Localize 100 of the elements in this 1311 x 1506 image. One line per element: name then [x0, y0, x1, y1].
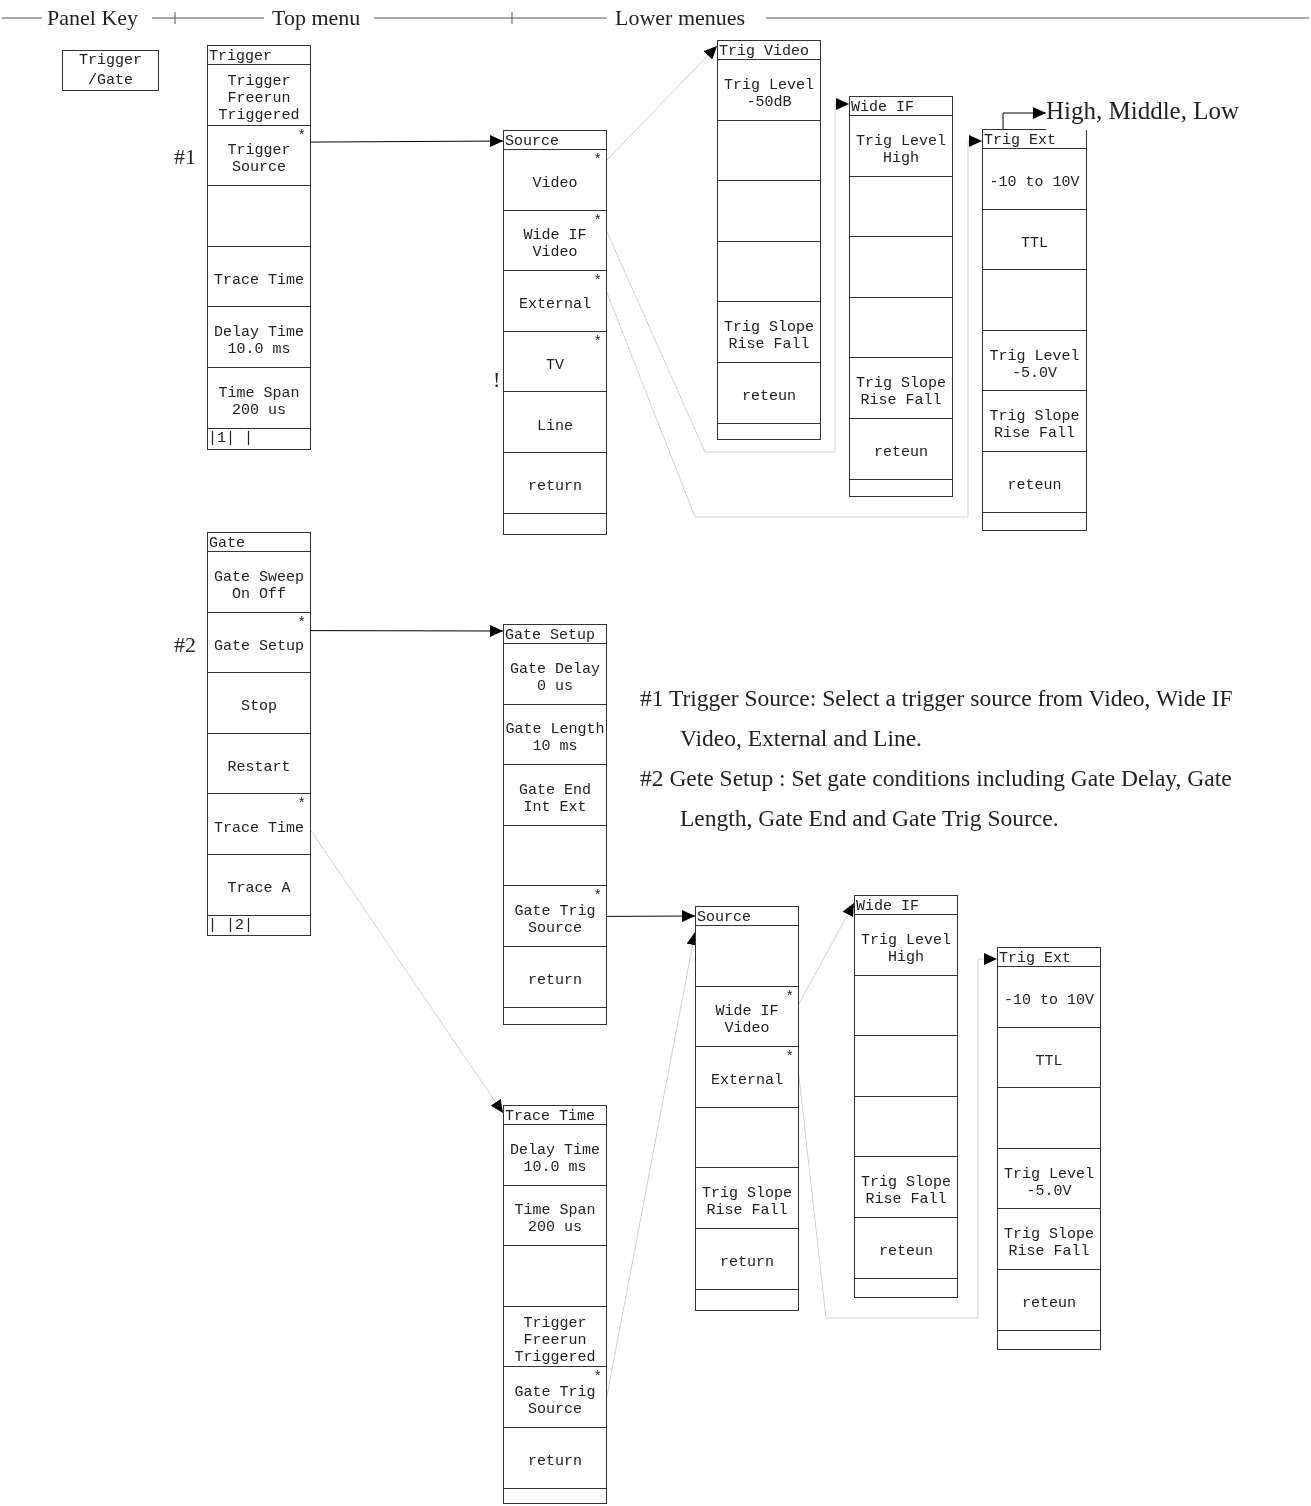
callout-number: !: [493, 367, 501, 393]
menu-panel: [982, 129, 1087, 531]
softkey-label: Trace Time: [213, 819, 305, 837]
softkey-label: reteun: [741, 388, 797, 406]
menu-title: Gate Setup: [504, 626, 595, 642]
arrow: [309, 135, 504, 148]
softkey: [208, 914, 310, 935]
asterisk-mark: *: [297, 798, 306, 811]
asterisk-mark: *: [593, 154, 602, 166]
softkey-label: Trig Level -5.0V: [988, 347, 1081, 382]
menu-title: Trace Time: [504, 1107, 595, 1123]
menu-title: Trig Ext: [983, 131, 1056, 147]
menu-panel: [854, 895, 958, 1298]
menu-title: Trigger: [208, 47, 272, 63]
section-heading: Lower menues: [615, 5, 746, 31]
arrow: [605, 45, 718, 162]
softkey-label: Gate Trig Source: [513, 1384, 597, 1419]
softkey-label: Gate Sweep On Off: [213, 568, 305, 603]
arrow: [797, 902, 855, 1007]
softkey-label: Trig Level -50dB: [723, 76, 815, 111]
softkey-label: return: [527, 972, 583, 990]
softkey-label: Trigger Source: [226, 142, 292, 177]
softkey-label: Wide IF Video: [714, 1003, 780, 1038]
softkey-label: | |2|: [208, 916, 254, 934]
softkey-label: Trig Slope Rise Fall: [988, 408, 1081, 443]
softkey-label: Trig Level -5.0V: [1003, 1165, 1095, 1200]
softkey-label: Video: [531, 175, 579, 193]
arrow: [605, 98, 850, 453]
footnote-text: #1 Trigger Source: Select a trigger source from Video, Wide IF Video, External and Line.: [640, 684, 1234, 753]
arrow: [1002, 107, 1047, 130]
softkey-label: Gate Trig Source: [513, 903, 597, 938]
softkey-label: Trig Slope Rise Fall: [1003, 1226, 1095, 1261]
softkey-label: Time Span 200 us: [513, 1202, 597, 1237]
softkey-label: |1| |: [208, 430, 254, 448]
softkey-label: reteun: [1021, 1295, 1077, 1313]
panel-key: Trigger /Gate: [62, 50, 159, 91]
softkey-label: Time Span 200 us: [217, 384, 301, 419]
section-heading: Panel Key: [47, 5, 139, 31]
softkey-label: Trigger Freerun Triggered: [513, 1315, 597, 1367]
softkey-label: return: [527, 478, 583, 496]
asterisk-mark: *: [593, 214, 602, 227]
menu-panel: [503, 130, 607, 535]
softkey-label: Trig Slope Rise Fall: [723, 319, 815, 354]
softkey-label: Gate Setup: [213, 637, 305, 655]
arrow: [605, 135, 983, 518]
arrow: [309, 624, 504, 637]
menu-panel: [849, 96, 953, 497]
softkey-label: Trig Slope Rise Fall: [860, 1174, 952, 1209]
softkey-label: Delay Time 10.0 ms: [213, 324, 305, 359]
footnote-text: #2 Gete Setup : Set gate conditions including Gate Delay, Gate Length, Gate End and Gate Trig Source.: [640, 764, 1233, 833]
softkey-label: Gate End Int Ext: [518, 782, 592, 816]
menu-panel: [207, 45, 311, 450]
softkey-label: reteun: [873, 444, 929, 462]
softkey-label: return: [527, 1453, 583, 1471]
asterisk-mark: *: [785, 1051, 794, 1064]
asterisk-mark: *: [297, 129, 306, 142]
asterisk-mark: *: [593, 275, 602, 288]
softkey-label: Trig Level High: [855, 132, 947, 167]
softkey-label: reteun: [1006, 477, 1063, 495]
asterisk-mark: *: [785, 990, 794, 1003]
softkey-label: reteun: [878, 1243, 934, 1261]
softkey-label: Line: [536, 417, 574, 435]
softkey-label: Trigger Freerun Triggered: [217, 73, 301, 125]
menu-title: Source: [696, 908, 751, 924]
arrow: [797, 953, 998, 1319]
menu-panel: [503, 624, 607, 1025]
softkey-label: Trig Level High: [860, 931, 952, 966]
softkey-label: -10 to 10V: [1003, 992, 1095, 1010]
asterisk-mark: *: [593, 890, 602, 903]
softkey-label: TV: [545, 357, 565, 375]
menu-title: Source: [504, 132, 559, 148]
callout-number: #2: [174, 632, 196, 658]
menu-panel: [717, 40, 821, 440]
arrow: [605, 910, 696, 923]
softkey-label: Restart: [226, 759, 292, 777]
menu-title: Trig Ext: [998, 949, 1071, 965]
softkey-label: External: [518, 296, 592, 314]
softkey-label: Trace A: [226, 880, 292, 898]
menu-panel: [997, 947, 1101, 1350]
arrow: [309, 828, 504, 1114]
softkey-label: TTL: [1020, 234, 1049, 252]
softkey-label: Trig Slope Rise Fall: [855, 375, 947, 410]
softkey-label: Trace Time: [213, 272, 305, 290]
menu-title: Wide IF: [855, 897, 919, 913]
softkey-label: return: [719, 1254, 775, 1272]
softkey-label: Wide IF Video: [522, 227, 588, 262]
softkey-label: External: [710, 1072, 784, 1090]
softkey-label: Gate Length 10 ms: [504, 721, 606, 756]
menu-panel: [207, 532, 311, 936]
menu-panel: [695, 906, 799, 1311]
softkey-label: Delay Time 10.0 ms: [509, 1141, 601, 1176]
softkey-label: Stop: [240, 698, 278, 716]
softkey-label: -10 to 10V: [988, 174, 1081, 192]
callout-number: #1: [174, 144, 196, 170]
menu-panel: [503, 1105, 607, 1504]
menu-title: Gate: [208, 534, 245, 550]
menu-title: Wide IF: [850, 98, 914, 114]
section-heading: Top menu: [272, 5, 361, 31]
menu-title: Trig Video: [718, 42, 809, 58]
asterisk-mark: *: [297, 616, 306, 629]
